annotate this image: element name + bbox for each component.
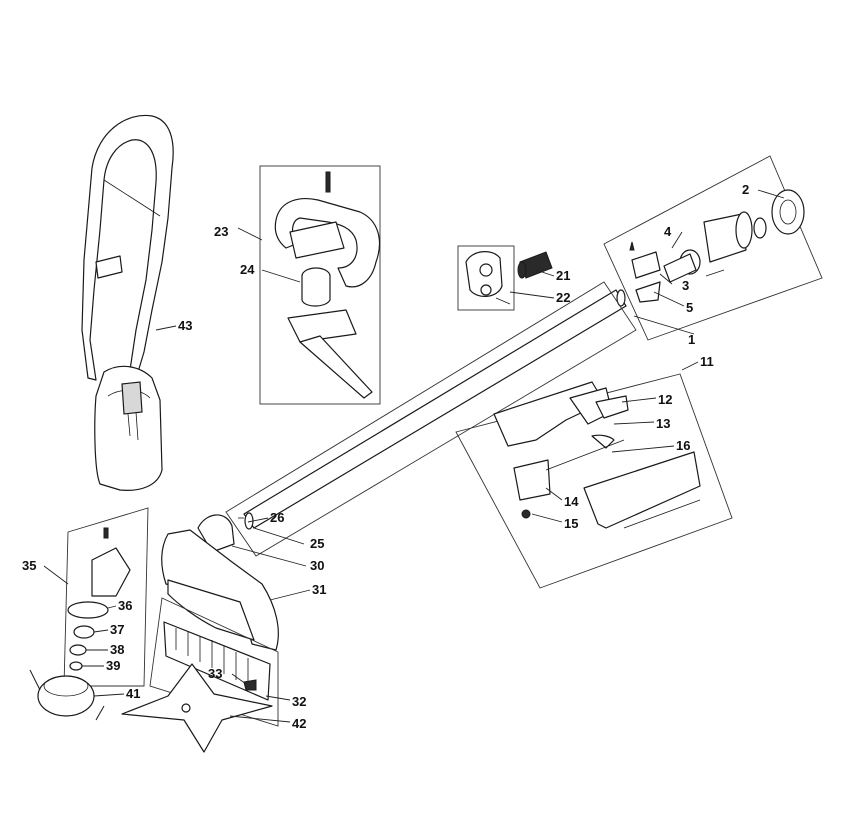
throttle-housing-parts (493, 381, 701, 529)
callout-1: 1 (688, 332, 695, 347)
gearbox-parts (67, 527, 131, 671)
callout-4: 4 (664, 224, 672, 239)
clutch-drum (771, 189, 805, 235)
callout-43: 43 (178, 318, 192, 333)
callout-24: 24 (240, 262, 255, 277)
callout-39: 39 (106, 658, 120, 673)
callout-11: 11 (700, 354, 714, 369)
callout-21: 21 (556, 268, 570, 283)
callout-42: 42 (292, 716, 306, 731)
callout-23: 23 (214, 224, 228, 239)
handle-clamp (465, 251, 511, 305)
callout-15: 15 (564, 516, 578, 531)
callout-5: 5 (686, 300, 693, 315)
engine-coupling-parts (629, 189, 805, 303)
callout-32: 32 (292, 694, 306, 709)
front-handle (274, 171, 381, 399)
callout-33: 33 (208, 666, 222, 681)
callout-13: 13 (656, 416, 670, 431)
callout-31: 31 (312, 582, 326, 597)
shoulder-harness (81, 114, 174, 491)
support-plate (67, 601, 109, 619)
trimmer-head (29, 669, 105, 721)
shaft-group-box (225, 281, 637, 557)
callout-25: 25 (310, 536, 324, 551)
callout-12: 12 (658, 392, 672, 407)
callout-labels: 1 2 3 4 5 11 12 13 14 15 16 21 22 23 24 … (22, 182, 749, 731)
guard-extension (163, 621, 271, 701)
guard-extension-box (149, 597, 279, 727)
callout-2: 2 (742, 182, 749, 197)
callout-16: 16 (676, 438, 690, 453)
callout-38: 38 (110, 642, 124, 657)
callout-35: 35 (22, 558, 36, 573)
callout-36: 36 (118, 598, 132, 613)
callout-37: 37 (110, 622, 124, 637)
callout-26: 26 (270, 510, 284, 525)
leader-lines (43, 189, 785, 723)
grip-group-box (457, 245, 515, 311)
engine-coupling-box (603, 155, 823, 341)
grass-blade (121, 663, 273, 753)
callout-22: 22 (556, 290, 570, 305)
grip-sleeve (517, 251, 553, 279)
handle-group-box (259, 165, 381, 405)
callout-41: 41 (126, 686, 140, 701)
gearbox-parts-box (63, 507, 149, 687)
drive-shaft-tube (243, 289, 627, 530)
callout-30: 30 (310, 558, 324, 573)
callout-3: 3 (682, 278, 689, 293)
cutting-guard (161, 529, 279, 651)
callout-14: 14 (564, 494, 579, 509)
